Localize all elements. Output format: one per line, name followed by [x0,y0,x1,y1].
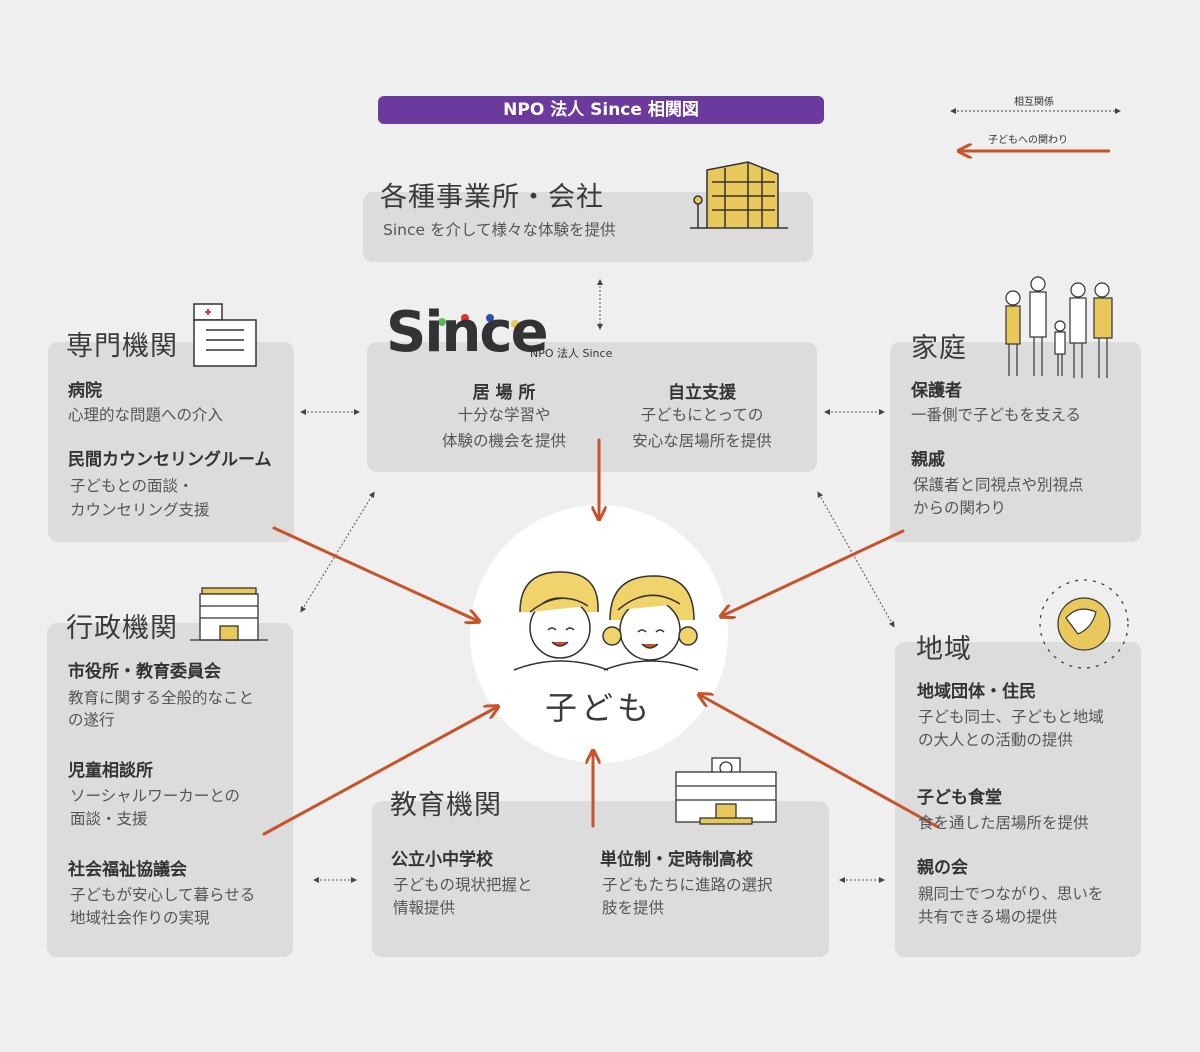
admin-box [47,623,293,957]
since-item-desc: 十分な学習や [457,406,551,424]
globe-people-icon [1039,579,1129,669]
since-item-desc: 体験の機会を提供 [441,432,566,450]
admin-item-title: 市役所・教育委員会 [68,662,221,682]
admin-item-desc: 地域社会作りの実現 [70,909,210,927]
since-item-desc: 子どもにとっての [640,406,764,424]
family-item-title: 親戚 [911,450,945,470]
specialist-item-desc: 心理的な問題への介入 [68,406,224,424]
diagram-title: NPO 法人 Since 相関図 [378,96,824,124]
education-item-desc: 子どもの現状把握と [393,876,533,894]
specialist-item-title: 民間カウンセリングルーム [68,450,272,470]
since-item-title: 自立支援 [668,383,736,403]
education-heading: 教育機関 [390,790,502,821]
admin-item-desc: ソーシャルワーカーとの [70,787,241,805]
admin-item-title: 社会福祉協議会 [68,860,187,880]
specialist-item-title: 病院 [68,381,102,401]
family-item-title: 保護者 [911,381,962,401]
family-item-desc: からの関わり [913,499,1007,517]
family-item-desc: 一番側で子どもを支える [911,406,1082,424]
region-box [895,642,1141,957]
region-child-arrow [700,695,940,829]
since-item-title: 居 場 所 [472,383,536,403]
admin-item-desc: の遂行 [68,711,115,729]
specialist-child-arrow [272,526,478,621]
education-item-title: 単位制・定時制高校 [600,850,753,870]
family-child-arrow [722,529,905,616]
admin-item-desc: 面談・支援 [70,810,148,828]
children-faces-icon [513,571,699,671]
specialist-item-desc: カウンセリング支援 [70,501,210,519]
education-item-title: 公立小中学校 [391,850,493,870]
admin-item-desc: 教育に関する全般的なこと [68,689,255,707]
since-logo-subtitle: NPO 法人 Since [530,347,613,360]
office-building-icon [690,161,788,229]
admin-since-mutual-arrow [300,491,375,613]
school-icon [675,757,777,825]
education-item-desc: 肢を提供 [602,899,665,917]
education-box [372,801,829,957]
legend-child-label: 子どもへの関わり [988,135,1068,146]
company-heading: 各種事業所・会社 [380,182,604,213]
admin-item-title: 児童相談所 [68,761,153,781]
region-item-desc: 親同士でつながり、思いを [918,885,1104,903]
company-desc: Since を介して様々な体験を提供 [383,221,616,239]
since-box [367,342,817,472]
region-item-desc: の大人との活動の提供 [918,731,1073,749]
region-item-title: 子ども食堂 [917,788,1002,808]
hospital-icon [193,303,257,367]
city-hall-icon [190,587,268,641]
region-item-title: 親の会 [917,858,968,878]
since-region-mutual-arrow [817,491,895,628]
specialist-box [48,342,294,542]
legend-mutual-label: 相互関係 [1014,97,1054,108]
region-item-desc: 子ども同士、子どもと地域 [918,708,1104,726]
region-item-title: 地域団体・住民 [917,682,1036,702]
family-heading: 家庭 [911,333,967,364]
education-item-desc: 情報提供 [393,899,456,917]
since-logo: Since [386,300,549,365]
specialist-heading: 専門機関 [66,331,178,362]
family-icon [1005,276,1113,378]
education-item-desc: 子どもたちに進路の選択 [602,876,773,894]
admin-item-desc: 子どもが安心して暮らせる [70,886,256,904]
admin-child-arrow [262,707,497,836]
specialist-item-desc: 子どもとの面談・ [70,477,194,495]
region-heading: 地域 [916,634,972,665]
region-item-desc: 共有できる場の提供 [918,908,1058,926]
admin-heading: 行政機関 [66,613,178,644]
since-logo-dots-icon [438,314,519,328]
child-label: 子ども [544,689,653,727]
since-item-desc: 安心な居場所を提供 [632,432,772,450]
family-item-desc: 保護者と同視点や別視点 [913,476,1084,494]
region-item-desc: 食を通した居場所を提供 [918,814,1089,832]
